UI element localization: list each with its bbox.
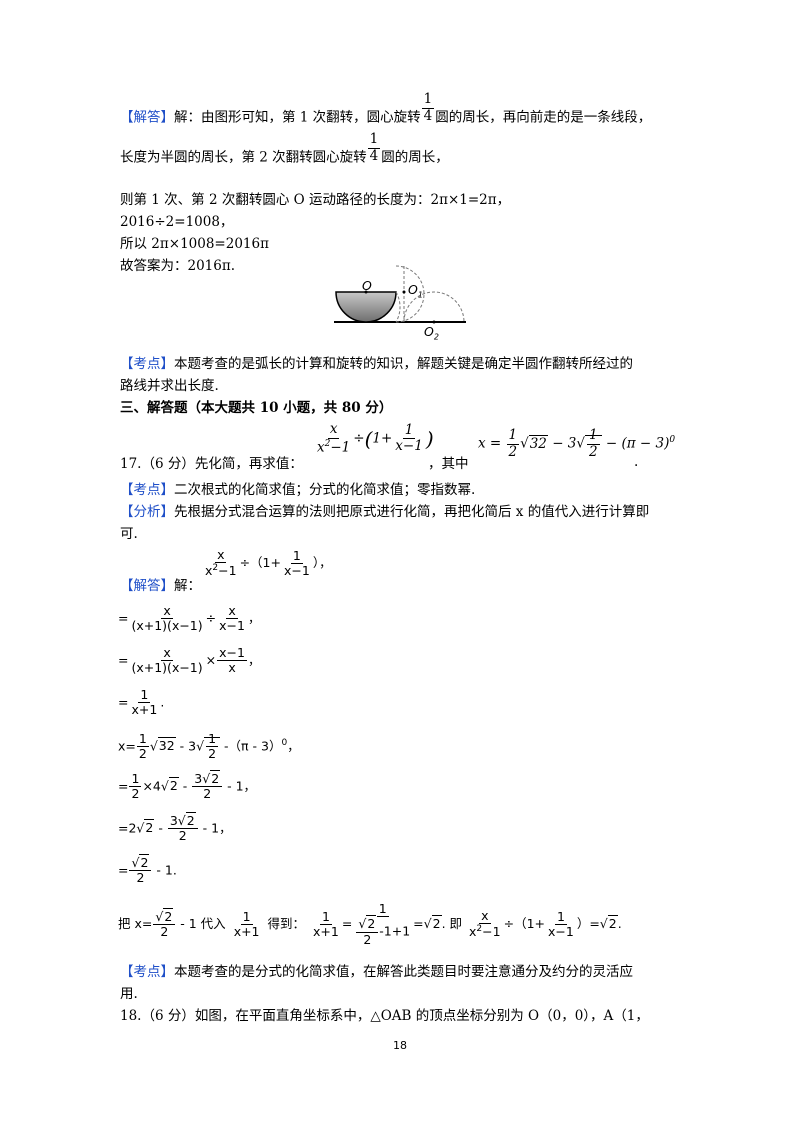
q17-stem: 17.（6 分）先化简，再求值： xyxy=(120,456,303,472)
kaodian-tag: 【考点】 xyxy=(120,356,174,372)
answer-line-5: 所以 2π×1008=2016π xyxy=(120,236,269,252)
kaodian-tag: 【考点】 xyxy=(120,482,174,498)
figure-label-O: O xyxy=(362,278,372,293)
answer-line-3: 则第 1 次、第 2 次翻转圆心 O 运动路径的长度为：2π×1=2π， xyxy=(120,192,511,208)
page-number: 18 xyxy=(393,1039,407,1052)
answer-line-6: 故答案为：2016π. xyxy=(120,258,236,274)
section-heading: 三、解答题（本大题共 10 小题，共 80 分） xyxy=(120,400,393,416)
kaodian-line-1: 【考点】本题考查的是弧长的计算和旋转的知识，解题关键是确定半圆作翻转所经过的 xyxy=(120,356,633,372)
q17-fenxi-line-2: 可. xyxy=(120,526,138,542)
figure-label-O2: O2 xyxy=(424,324,439,342)
q17-kaodian2-line-2: 用. xyxy=(120,986,138,1002)
q17-stem-end: . xyxy=(634,454,639,470)
fenxi-tag: 【分析】 xyxy=(120,504,174,520)
q17-jieda-label: 【解答】解： xyxy=(120,578,201,594)
q17-kaodian2-line-1: 【考点】本题考查的是分式的化简求值，在解答此类题目时要注意通分及约分的灵活应 xyxy=(120,964,633,980)
q17-where-label: ，其中 xyxy=(428,456,469,472)
jieda-tag: 【解答】 xyxy=(120,578,174,594)
q18-stem: 18.（6 分）如图，在平面直角坐标系中，△OAB 的顶点坐标分别为 O（0，0… xyxy=(120,1008,649,1024)
kaodian-tag: 【考点】 xyxy=(120,964,174,980)
kaodian-line-2: 路线并求出长度. xyxy=(120,378,219,394)
figure-label-O1: O1 xyxy=(408,282,423,300)
q17-fenxi-line-1: 【分析】先根据分式混合运算的法则把原式进行化简，再把化简后 x 的值代入进行计算… xyxy=(120,504,650,520)
q17-kaodian: 【考点】二次根式的化简求值；分式的化简求值；零指数幂. xyxy=(120,482,476,498)
answer-tag: 【解答】 xyxy=(120,109,174,126)
answer-line-4: 2016÷2=1008， xyxy=(120,214,234,230)
rolling-semicircle-figure xyxy=(334,265,466,324)
